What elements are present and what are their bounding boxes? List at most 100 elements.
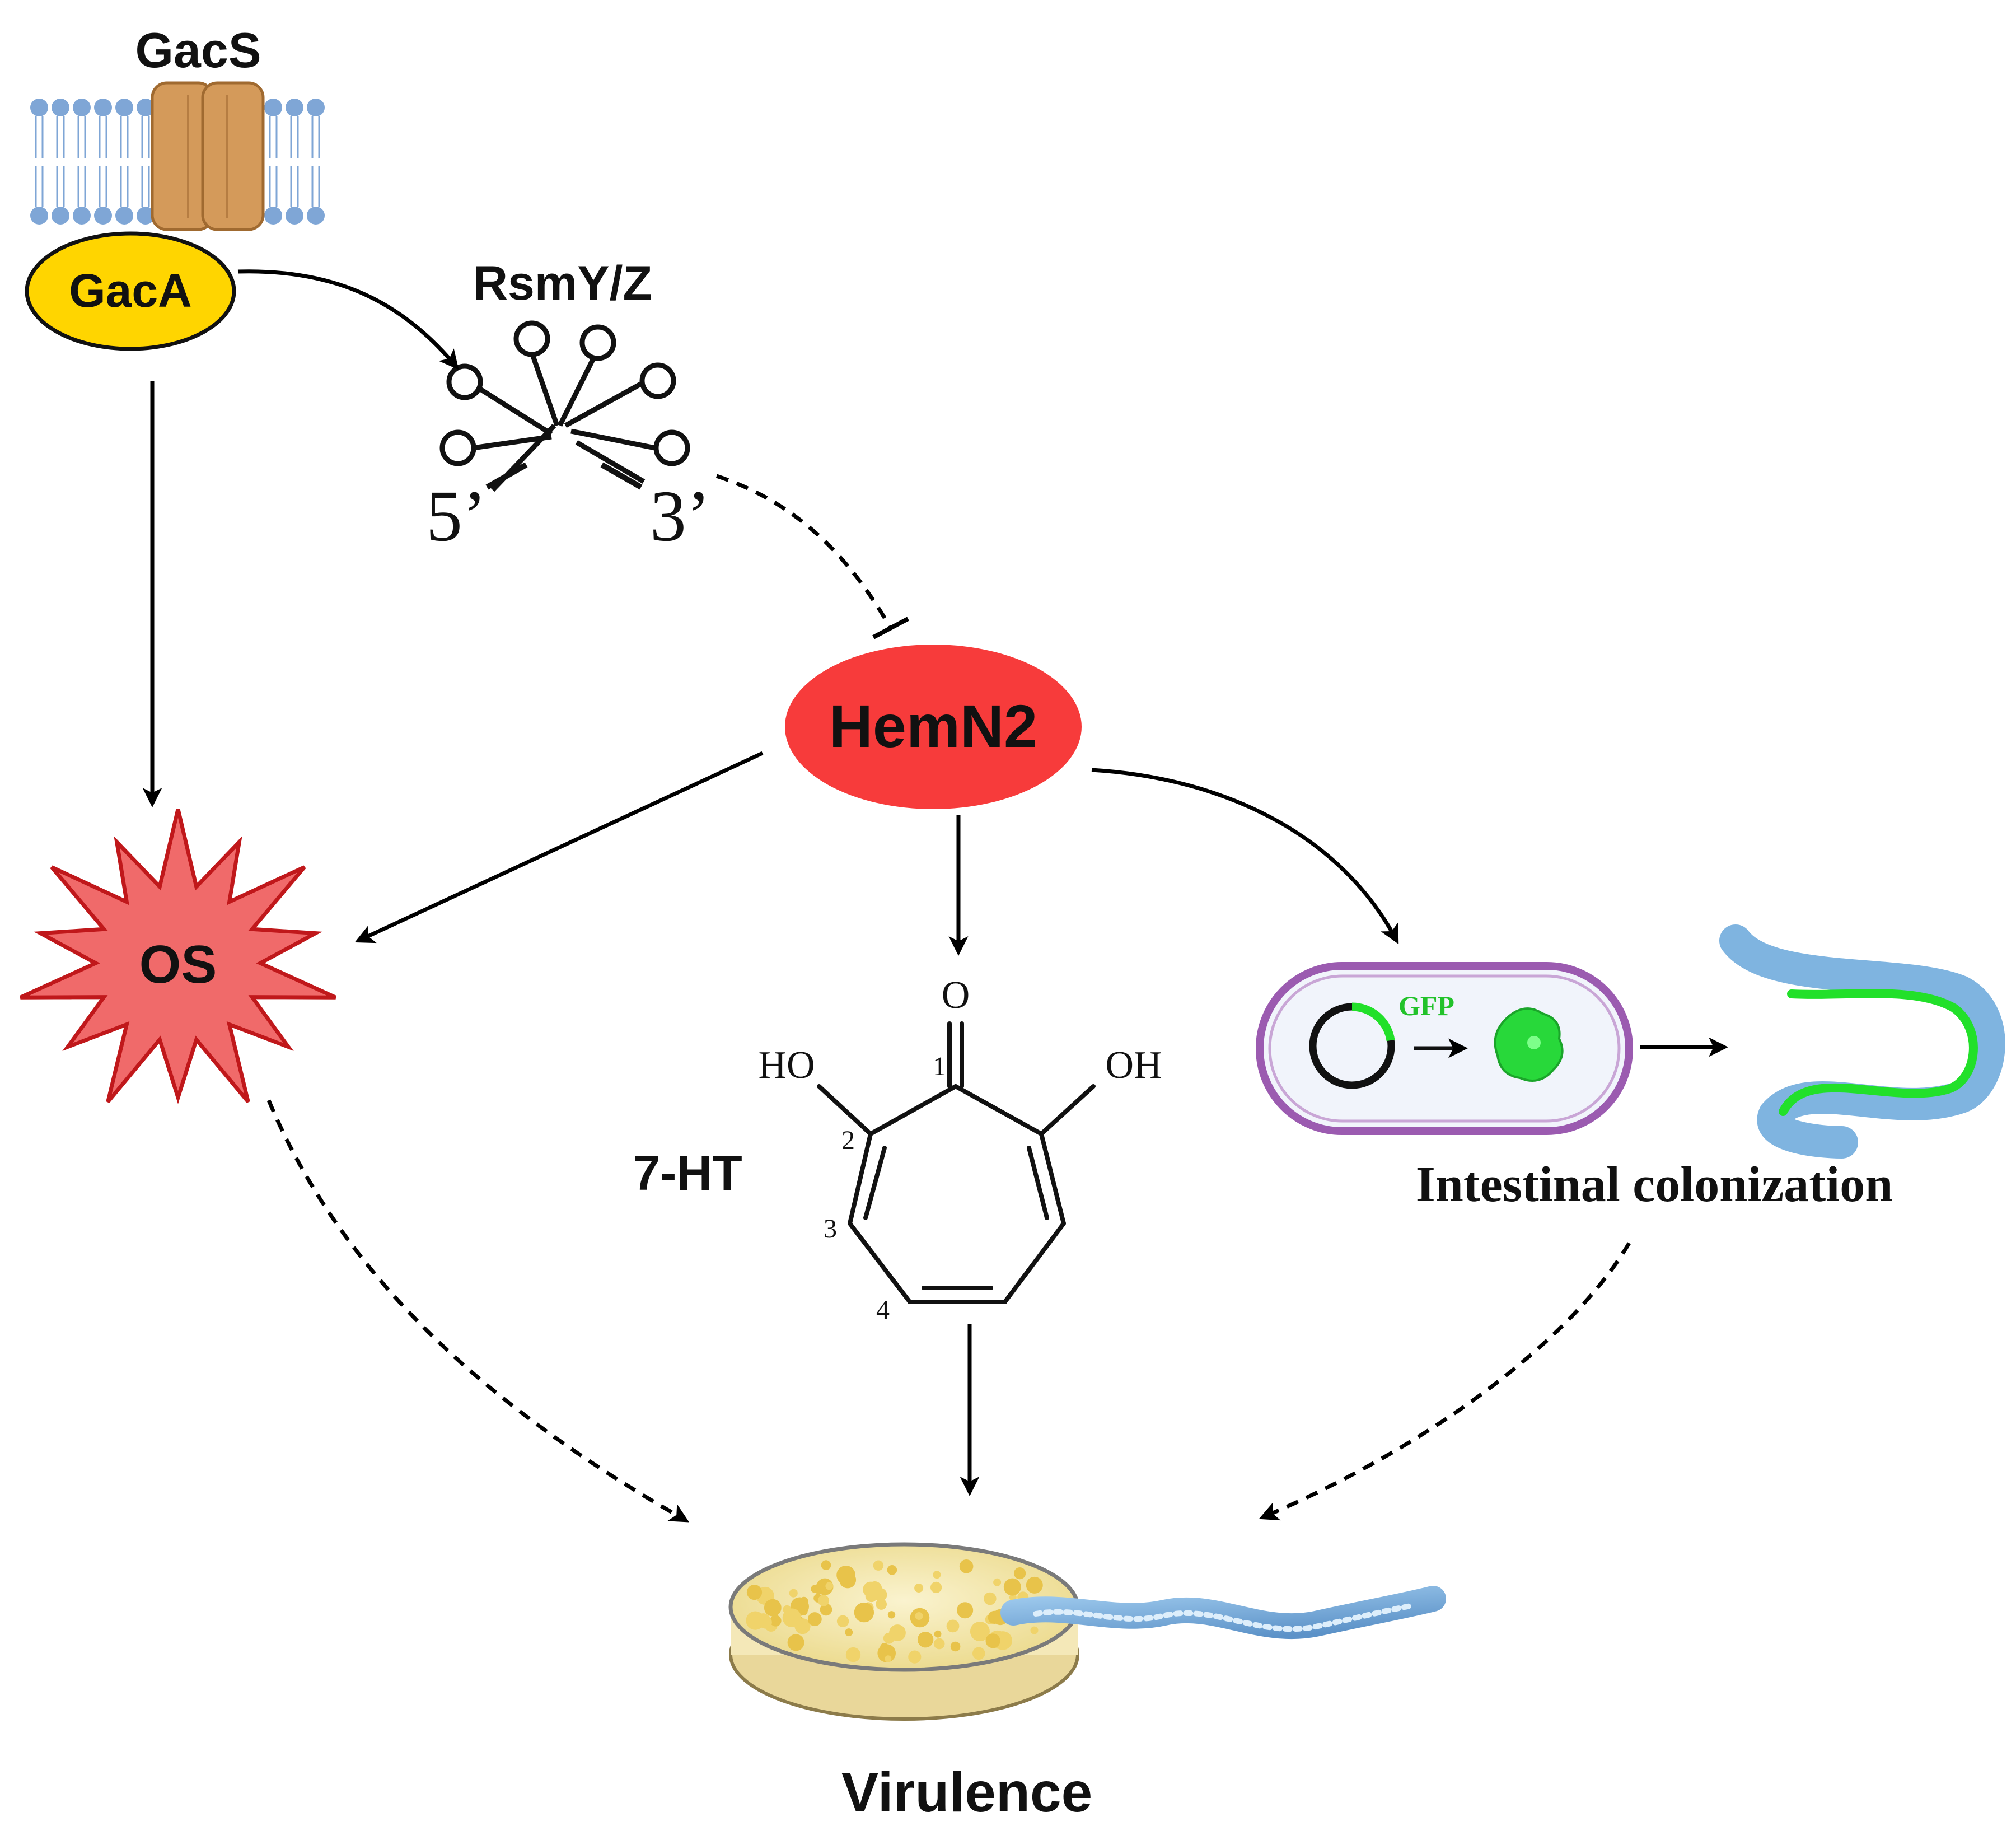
lipid-head: [30, 207, 48, 225]
edge-gaca-to-rsm: [237, 269, 459, 370]
lipid-head: [115, 99, 133, 116]
lipid-heads-top: [30, 99, 325, 116]
rsm-5prime-label: 5’: [426, 476, 487, 557]
lipid-head: [307, 207, 325, 225]
colony: [764, 1599, 782, 1617]
lipid-tails: [35, 116, 320, 207]
molecule-carbon-1: 1: [933, 1052, 946, 1081]
colonized-worm-icon: [1719, 924, 2005, 1159]
os-node: OS: [20, 809, 336, 1104]
lipid-head: [73, 99, 91, 116]
molecule-oh-group: OH: [1105, 1044, 1162, 1087]
colony: [880, 1643, 889, 1652]
colony: [820, 1603, 832, 1616]
lipid-head: [264, 99, 282, 116]
molecule-ho-group: HO: [758, 1044, 815, 1087]
colony: [770, 1615, 782, 1627]
colony: [789, 1589, 798, 1598]
cell-membrane: [30, 99, 325, 225]
colony: [787, 1634, 804, 1651]
colony: [946, 1619, 960, 1633]
oxidative-stress-burst: [20, 809, 336, 1104]
colony: [1014, 1567, 1026, 1580]
colony: [759, 1616, 772, 1629]
colony: [908, 1650, 922, 1664]
intestinal-colonization-label: Intestinal colonization: [1416, 1157, 1893, 1212]
lipid-head: [286, 99, 303, 116]
colony: [825, 1582, 834, 1590]
colony: [845, 1647, 861, 1662]
colony: [817, 1595, 830, 1606]
colony: [914, 1584, 924, 1593]
molecule-carbon-3: 3: [824, 1214, 837, 1244]
rsm-rna-structure: [439, 320, 690, 492]
colony: [863, 1581, 879, 1598]
colony: [959, 1559, 974, 1573]
lipid-heads-bottom: [30, 207, 325, 225]
edge-intestinal-to-virulence: [1259, 1242, 1631, 1521]
rsm-3prime-label: 3’: [650, 476, 710, 557]
colony: [970, 1622, 990, 1642]
petri-dish-icon: [728, 1542, 1080, 1721]
colony: [876, 1599, 887, 1610]
rsm-label: RsmY/Z: [473, 256, 652, 310]
colony: [854, 1602, 874, 1623]
colony: [930, 1581, 942, 1593]
lipid-head: [137, 99, 155, 116]
colony: [985, 1633, 1000, 1648]
colony: [957, 1602, 974, 1619]
gaca-label: GacA: [69, 264, 191, 317]
os-label: OS: [139, 935, 217, 994]
colony: [782, 1608, 802, 1627]
lipid-head: [264, 207, 282, 225]
edge-rsm-inhibits-hemn2: [715, 474, 892, 628]
colony: [988, 1610, 1001, 1624]
lipid-head: [307, 99, 325, 116]
colony: [746, 1611, 765, 1630]
lipid-head: [286, 207, 303, 225]
colony: [1026, 1576, 1043, 1594]
colony: [915, 1612, 923, 1620]
bacterium-gfp: [1256, 962, 1633, 1135]
lipid-head: [137, 207, 155, 225]
molecule-carbon-4: 4: [876, 1295, 890, 1325]
pathway-edges: [142, 269, 1728, 1523]
colony: [839, 1571, 857, 1589]
lipid-head: [94, 207, 112, 225]
colony: [1030, 1626, 1039, 1634]
colony: [845, 1628, 853, 1637]
colony: [811, 1585, 819, 1593]
7ht-molecule: [817, 1021, 1096, 1304]
molecule-o-atom: O: [942, 974, 970, 1017]
lipid-head: [52, 207, 69, 225]
colony: [917, 1632, 934, 1648]
colony: [887, 1611, 896, 1619]
colony: [984, 1592, 997, 1605]
gaca-node: GacA: [25, 231, 236, 351]
lipid-head: [115, 207, 133, 225]
edge-os-to-virulence: [266, 1099, 690, 1523]
molecule-carbon-2: 2: [841, 1126, 855, 1155]
colony: [887, 1565, 897, 1575]
colony: [885, 1655, 892, 1662]
colony: [950, 1641, 961, 1652]
colony: [873, 1560, 884, 1571]
worm-icon: [1000, 1586, 1446, 1640]
colony: [883, 1632, 895, 1644]
inhibition-bar: [872, 617, 909, 639]
colony: [836, 1615, 849, 1627]
colony: [993, 1578, 1002, 1586]
bacterial-colonies: [746, 1559, 1043, 1664]
lipid-head: [30, 99, 48, 116]
colony: [821, 1560, 831, 1570]
virulence-label: Virulence: [841, 1761, 1092, 1824]
edge-hemn2-to-intestinal: [1091, 768, 1399, 945]
hemn2-node: HemN2: [785, 645, 1082, 809]
gacs-channel: [151, 81, 265, 231]
colony: [934, 1630, 942, 1638]
gfp-label: GFP: [1398, 990, 1454, 1021]
colony: [1003, 1578, 1021, 1596]
colony: [933, 1638, 945, 1650]
edge-hemn2-to-os: [354, 751, 764, 944]
